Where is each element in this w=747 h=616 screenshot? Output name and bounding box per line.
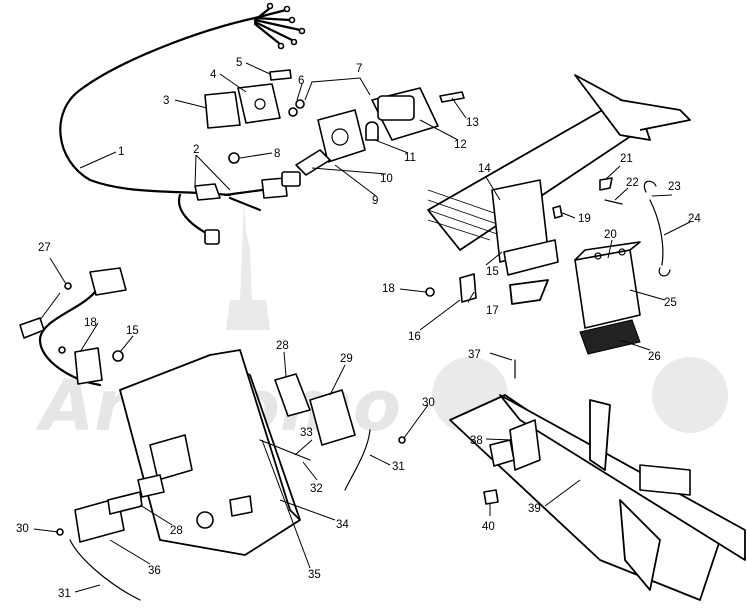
- callout-29: 29: [340, 353, 353, 365]
- callout-15-frame: 15: [486, 266, 499, 278]
- callout-13: 13: [466, 117, 479, 129]
- callout-28-bottom: 28: [170, 525, 183, 537]
- callout-37: 37: [468, 349, 481, 361]
- callout-19: 19: [578, 213, 591, 225]
- callout-3: 3: [163, 95, 169, 107]
- leader-lines: [33, 62, 691, 593]
- callout-23: 23: [668, 181, 681, 193]
- callout-2: 2: [193, 144, 199, 156]
- callout-26: 26: [648, 351, 661, 363]
- callout-39: 39: [528, 503, 541, 515]
- callout-35: 35: [308, 569, 321, 581]
- lamp-bracket-parts: [204, 69, 465, 176]
- callout-1: 1: [118, 146, 124, 158]
- callout-20: 20: [604, 229, 617, 241]
- callout-40: 40: [482, 521, 495, 533]
- callout-25: 25: [664, 297, 677, 309]
- callout-31-left: 31: [58, 588, 71, 600]
- mounting-plate-assembly: [56, 349, 406, 601]
- callout-11: 11: [404, 152, 416, 164]
- callout-18-frame: 18: [382, 283, 395, 295]
- callout-5: 5: [236, 57, 242, 69]
- callout-15-relay: 15: [126, 325, 139, 337]
- callout-6: 6: [298, 75, 304, 87]
- callout-21: 21: [620, 153, 633, 165]
- callout-10: 10: [380, 173, 393, 185]
- callout-30-right: 30: [422, 397, 435, 409]
- lower-frame-assembly: [449, 359, 746, 601]
- callout-31-right: 31: [392, 461, 405, 473]
- callout-8: 8: [274, 148, 280, 160]
- callout-4: 4: [210, 69, 217, 81]
- callout-24: 24: [688, 213, 701, 225]
- callout-36: 36: [148, 565, 161, 577]
- callout-27: 27: [38, 242, 51, 254]
- callout-28-top: 28: [276, 340, 289, 352]
- callout-9: 9: [372, 195, 378, 207]
- callout-33: 33: [300, 427, 313, 439]
- wiring-harness: [59, 2, 306, 245]
- callout-14: 14: [478, 163, 491, 175]
- callout-18-relay: 18: [84, 317, 97, 329]
- callout-16: 16: [408, 331, 421, 343]
- callout-34: 34: [336, 519, 349, 531]
- frame-battery-area: [425, 74, 691, 355]
- callout-17: 17: [486, 305, 499, 317]
- callout-30-left: 30: [16, 523, 29, 535]
- callout-labels: 1 2 3 4 5 6 7 8 9 10 11 12 13 14 15 15 1…: [16, 57, 701, 600]
- relay-components: [19, 267, 127, 387]
- callout-12: 12: [454, 139, 467, 151]
- callout-7: 7: [356, 63, 362, 75]
- callout-22: 22: [626, 177, 639, 189]
- callout-32: 32: [310, 483, 323, 495]
- callout-38: 38: [470, 435, 483, 447]
